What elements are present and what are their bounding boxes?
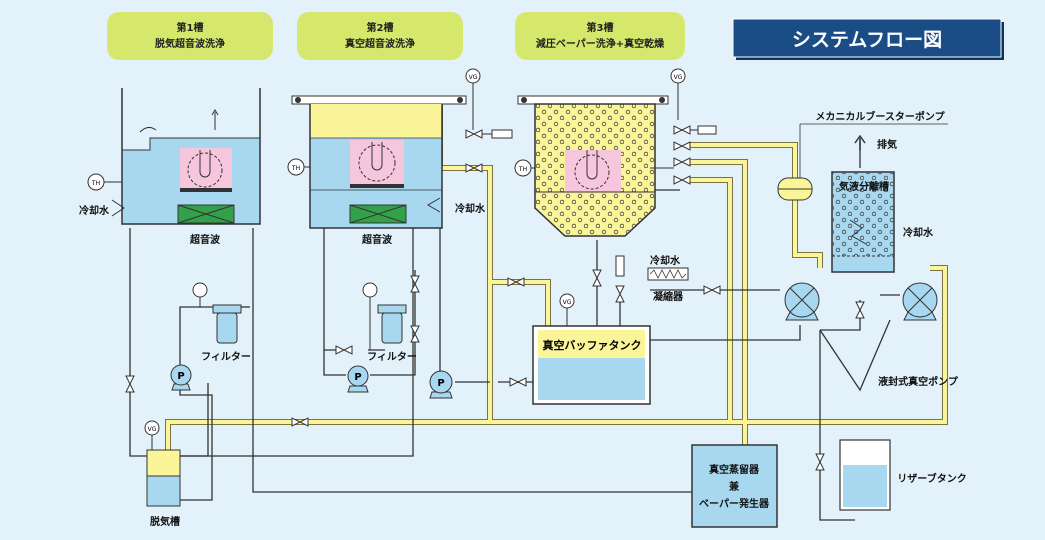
svg-text:P: P: [437, 378, 444, 389]
vacuum-distiller: 真空蒸留器 兼 ベーパー発生器: [691, 444, 778, 528]
svg-text:VG: VG: [674, 74, 683, 81]
svg-text:冷却水: 冷却水: [79, 204, 110, 217]
svg-text:VG: VG: [563, 299, 572, 306]
svg-text:超音波: 超音波: [361, 233, 393, 246]
svg-text:凝縮器: 凝縮器: [653, 290, 684, 303]
svg-text:TH: TH: [291, 165, 300, 172]
pump-p-3: P: [429, 370, 453, 399]
filter-2: フィルター: [362, 282, 417, 363]
svg-text:気液分離槽: 気液分離槽: [838, 180, 889, 193]
tank-3: TH VG: [514, 68, 686, 237]
svg-text:超音波: 超音波: [189, 233, 221, 246]
svg-text:TH: TH: [518, 166, 527, 173]
pump-p-1: P: [170, 364, 192, 391]
reservoir-tank: リザーブタンク: [839, 439, 967, 511]
svg-text:脱気槽: 脱気槽: [150, 515, 180, 528]
svg-text:リザーブタンク: リザーブタンク: [897, 472, 966, 485]
svg-text:ベーパー発生器: ベーパー発生器: [699, 497, 770, 510]
svg-text:真空超音波洗浄: 真空超音波洗浄: [345, 37, 415, 50]
svg-text:冷却水: 冷却水: [903, 226, 934, 239]
tank-header-2: 第2槽 真空超音波洗浄: [297, 12, 463, 60]
valves: [125, 125, 865, 471]
tank-header-3: 第3槽 減圧ベーパー洗浄+真空乾燥: [515, 12, 685, 60]
svg-text:P: P: [354, 372, 361, 383]
condenser: 冷却水 凝縮器: [615, 254, 689, 303]
filter-1: フィルター: [192, 282, 251, 363]
svg-text:VG: VG: [148, 426, 157, 433]
svg-text:冷却水: 冷却水: [650, 254, 681, 267]
svg-text:第3槽: 第3槽: [587, 21, 614, 34]
svg-text:第1槽: 第1槽: [177, 21, 204, 34]
liquid-ring-pump-label: 液封式真空ポンプ: [878, 375, 959, 388]
svg-text:兼: 兼: [729, 480, 739, 493]
tank-2: TH 冷却水 超音波 VG: [287, 68, 486, 246]
svg-text:減圧ベーパー洗浄+真空乾燥: 減圧ベーパー洗浄+真空乾燥: [536, 37, 665, 50]
tank-header-1: 第1槽 脱気超音波洗浄: [107, 12, 273, 60]
svg-text:VG: VG: [469, 74, 478, 81]
svg-text:P: P: [177, 371, 184, 382]
svg-text:フィルター: フィルター: [367, 351, 417, 363]
liquid-ring-pump-2: [902, 282, 938, 321]
page-title: システムフロー図: [792, 29, 942, 51]
vacuum-buffer-tank: 真空バッファタンク VG: [532, 293, 651, 405]
svg-text:真空バッファタンク: 真空バッファタンク: [543, 338, 642, 352]
pump-p-2: P: [347, 365, 369, 393]
title-box: システムフロー図: [732, 18, 1004, 60]
svg-text:TH: TH: [91, 180, 100, 187]
mech-booster-pump: メカニカルブースターポンプ: [777, 110, 948, 201]
degas-tank: 脱気槽 VG: [144, 420, 181, 528]
svg-text:排気: 排気: [877, 138, 897, 151]
svg-text:第2槽: 第2槽: [367, 21, 394, 34]
gas-liquid-separator: 気液分離槽 冷却水: [831, 171, 934, 273]
exhaust: 排気: [854, 134, 897, 151]
svg-text:メカニカルブースターポンプ: メカニカルブースターポンプ: [815, 110, 945, 123]
tank-1: TH 冷却水 超音波: [79, 88, 261, 246]
svg-text:冷却水: 冷却水: [455, 202, 486, 215]
misc-connectors: [482, 125, 740, 291]
svg-text:真空蒸留器: 真空蒸留器: [709, 463, 760, 476]
liquid-ring-pump-1: [784, 282, 820, 321]
svg-text:フィルター: フィルター: [201, 351, 251, 363]
svg-text:脱気超音波洗浄: 脱気超音波洗浄: [155, 37, 225, 50]
